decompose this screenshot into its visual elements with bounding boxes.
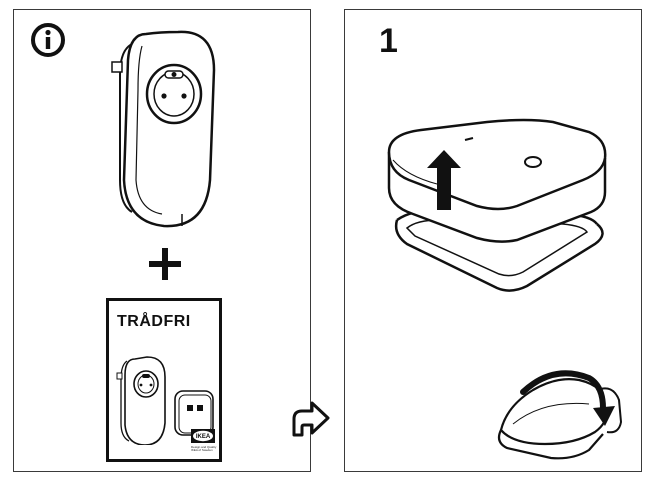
ikea-logo: IKEA: [191, 429, 215, 443]
step-number: 1: [379, 22, 398, 60]
panel-overview: TRÅDFRI IKEA Design and Quality IKEA of …: [13, 9, 311, 472]
hub-lift-illustration: [387, 118, 607, 292]
arrow-right-outline-icon: [292, 401, 330, 437]
info-icon: [31, 23, 65, 57]
booklet-fine-print: Design and Quality IKEA of Sweden: [191, 445, 217, 452]
smart-plug-illustration: [111, 30, 216, 228]
booklet-product-illustration: [116, 356, 214, 445]
booklet-title: TRÅDFRI: [117, 313, 191, 330]
ikea-logo-text: IKEA: [196, 434, 211, 440]
product-manual-booklet: TRÅDFRI IKEA Design and Quality IKEA of …: [106, 298, 222, 462]
panel-step-1: 1: [344, 9, 642, 472]
twist-detail-illustration: [497, 370, 623, 460]
plus-icon: [149, 248, 181, 280]
